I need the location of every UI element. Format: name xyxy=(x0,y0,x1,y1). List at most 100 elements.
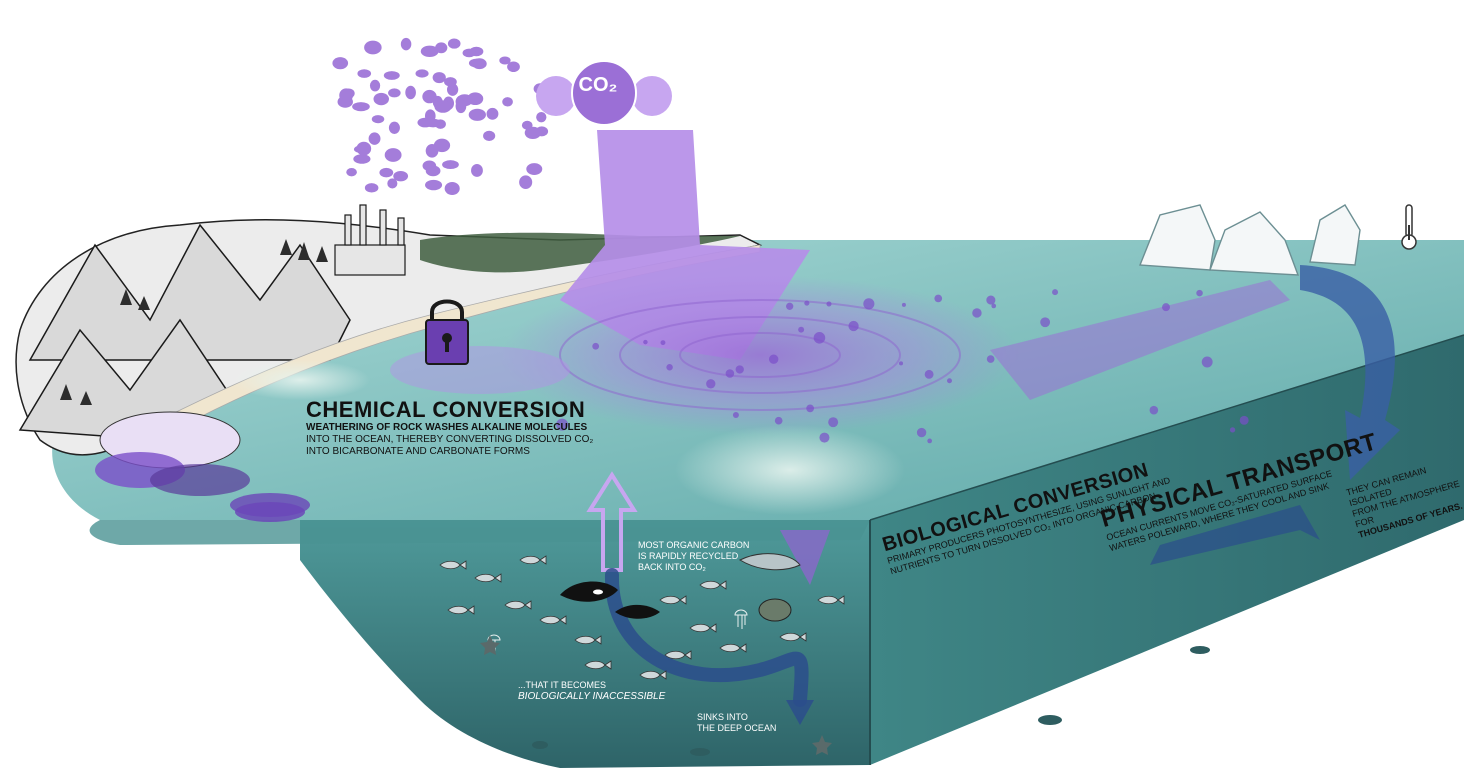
recycled-note: MOST ORGANIC CARBON IS RAPIDLY RECYCLED … xyxy=(638,540,749,573)
dissolved-co2-particle xyxy=(798,326,805,333)
co2-particle xyxy=(400,37,412,51)
fish xyxy=(664,650,692,660)
dissolved-co2-particle xyxy=(732,411,739,419)
sinking-purple-arrow xyxy=(780,530,830,585)
fish xyxy=(519,555,547,565)
thermometer-icon xyxy=(1401,204,1417,250)
co2-particle xyxy=(365,41,377,50)
co2-particle xyxy=(483,130,496,141)
co2-particle xyxy=(339,88,353,103)
inaccessible-note: ...THAT IT BECOMES BIOLOGICALLY INACCESS… xyxy=(518,680,665,703)
co2-particle xyxy=(434,100,452,113)
dissolved-co2-particle xyxy=(1196,289,1203,297)
dissolved-co2-particle xyxy=(848,320,859,332)
co2-particle xyxy=(364,183,379,193)
sinks-note: SINKS INTO THE DEEP OCEAN xyxy=(697,712,776,734)
shelf-front-face xyxy=(89,520,870,545)
dissolved-co2-particle xyxy=(986,295,996,305)
fish xyxy=(689,623,717,633)
atmospheric-co2-particles xyxy=(332,37,549,195)
inaccessible-note-line-1: ...THAT IT BECOMES xyxy=(518,680,607,690)
dissolved-co2-particle xyxy=(735,365,744,374)
deep-return-arrow xyxy=(1150,505,1320,565)
sinks-note-line-1: SINKS INTO xyxy=(697,712,748,722)
co2-particle xyxy=(415,69,429,78)
dissolved-co2-particle xyxy=(899,361,904,366)
biological-pump-arrow xyxy=(604,568,809,707)
dissolved-co2-particle xyxy=(826,301,832,307)
fish xyxy=(779,632,807,642)
dissolved-co2-particle xyxy=(1201,356,1213,368)
co2-particle xyxy=(467,92,484,106)
fish xyxy=(447,605,475,615)
recycled-note-line-1: MOST ORGANIC CARBON xyxy=(638,540,750,550)
co2-particle xyxy=(507,61,520,73)
dissolved-co2-particle xyxy=(991,303,997,309)
co2-particle xyxy=(383,71,400,80)
co2-particle xyxy=(353,154,371,164)
co2-particle xyxy=(468,108,486,121)
inaccessible-note-line-2: BIOLOGICALLY INACCESSIBLE xyxy=(518,691,666,702)
co2-particle xyxy=(373,92,390,106)
co2-molecule-icon xyxy=(536,60,672,126)
co2-particle xyxy=(447,38,461,49)
co2-particle xyxy=(471,163,483,177)
dissolved-co2-particle xyxy=(774,416,783,425)
recycled-note-line-2: IS RAPIDLY RECYCLED xyxy=(638,551,739,561)
dissolved-co2-particle xyxy=(1239,415,1249,425)
dissolved-co2-particle xyxy=(924,369,934,379)
fish xyxy=(719,643,747,653)
fish xyxy=(439,560,467,570)
starfish-icon xyxy=(480,635,832,755)
co2-particle xyxy=(502,97,513,107)
fish xyxy=(539,615,567,625)
co2-particle xyxy=(356,141,372,156)
co2-swirl xyxy=(500,275,1020,435)
co2-particle xyxy=(352,102,370,112)
chemical-conversion-line-1: WEATHERING OF ROCK WASHES ALKALINE MOLEC… xyxy=(306,422,588,433)
dissolved-co2-particle xyxy=(806,404,814,413)
fish xyxy=(817,595,845,605)
dissolved-co2-particle xyxy=(666,364,673,371)
co2-particle xyxy=(519,175,533,190)
iceberg-icon xyxy=(1138,204,1361,276)
fish xyxy=(584,660,612,670)
co2-particle xyxy=(379,167,394,178)
co2-particle xyxy=(462,48,476,58)
co2-particle xyxy=(420,45,439,57)
co2-particle xyxy=(499,56,511,65)
sinks-note-line-2: THE DEEP OCEAN xyxy=(697,723,777,733)
plankton-bloom xyxy=(675,425,905,515)
co2-particle xyxy=(425,179,443,191)
co2-particle xyxy=(388,121,400,134)
fish xyxy=(699,580,727,590)
co2-particle xyxy=(526,163,543,175)
sinking-current-arrow xyxy=(1300,265,1400,480)
co2-label: CO₂ xyxy=(578,74,618,96)
chemical-conversion-block: CHEMICAL CONVERSION WEATHERING OF ROCK W… xyxy=(306,398,593,458)
co2-particle xyxy=(332,57,349,70)
co2-particle xyxy=(369,79,381,92)
co2-particle xyxy=(393,170,409,182)
fish-icon xyxy=(439,555,845,680)
seabed-rocks xyxy=(532,646,1210,756)
chemical-conversion-line-3: INTO BICARBONATE AND CARBONATE FORMS xyxy=(306,446,530,457)
co2-particle xyxy=(425,165,441,177)
co2-particle xyxy=(368,132,381,145)
co2-particle xyxy=(387,178,398,189)
dissolved-co2-particle xyxy=(934,294,943,303)
co2-particle xyxy=(444,182,460,195)
chemical-conversion-title: CHEMICAL CONVERSION xyxy=(306,397,586,422)
dissolved-co2-particle xyxy=(786,302,794,310)
dissolved-co2-particle xyxy=(813,332,826,344)
co2-particle xyxy=(405,85,416,100)
co2-particle xyxy=(371,115,385,124)
orca-icon xyxy=(560,581,660,619)
co2-particle xyxy=(536,111,547,123)
co2-particle xyxy=(468,58,485,68)
fish xyxy=(659,595,687,605)
dissolved-co2-particle xyxy=(768,354,779,364)
tree-icon xyxy=(60,239,328,405)
co2-particle xyxy=(486,107,499,120)
